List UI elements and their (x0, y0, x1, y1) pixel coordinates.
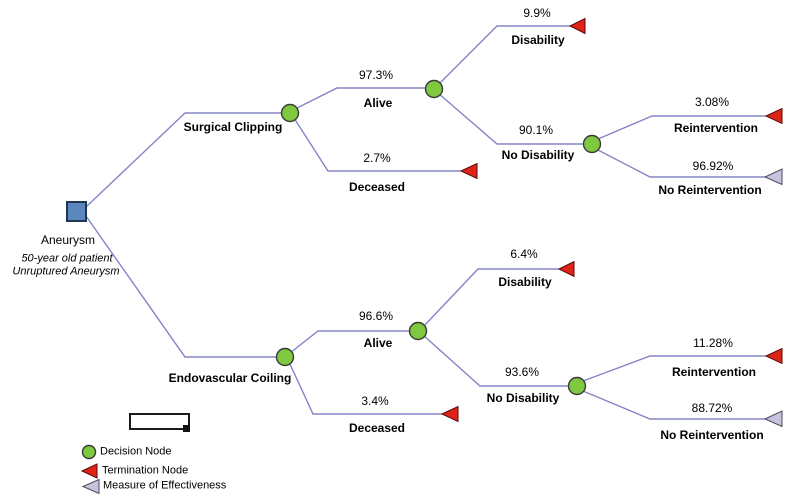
sc-alive-label: Alive (363, 96, 393, 110)
ec-no-reintervention-label: No Reintervention (660, 428, 764, 442)
ec-no-reintervention-probability: 88.72% (691, 401, 733, 415)
ec-alive-label: Alive (363, 336, 393, 350)
branch-ec-deceased (288, 361, 442, 415)
decision-node-ec-no-disability[interactable] (567, 376, 587, 396)
sc-branch-label: Surgical Clipping (183, 120, 283, 134)
sc-no-reintervention-label: No Reintervention (658, 183, 762, 197)
root-description-line1: 50-year old patient (21, 252, 113, 265)
root-node-label: Aneurysm (40, 233, 96, 247)
decision-node-endovascular[interactable] (275, 347, 295, 367)
annotation-box-resize-handle[interactable] (183, 425, 190, 432)
termination-node-ec-disability[interactable] (557, 260, 575, 278)
branch-sc-deceased (293, 117, 461, 172)
ec-alive-probability: 96.6% (358, 309, 394, 323)
sc-no-disability-probability: 90.1% (518, 123, 554, 137)
branch-sc-no-reintervention (597, 149, 765, 178)
effectiveness-node-sc-no-reintervention[interactable] (763, 168, 783, 186)
branch-root-surgical (85, 112, 282, 208)
root-node-square[interactable] (66, 201, 87, 222)
ec-no-disability-label: No Disability (486, 391, 560, 405)
branch-lines (85, 25, 766, 420)
sc-no-reintervention-probability: 96.92% (692, 159, 734, 173)
decision-node-surgical[interactable] (280, 103, 300, 123)
decision-node-sc-no-disability[interactable] (582, 134, 602, 154)
sc-disability-probability: 9.9% (523, 6, 551, 20)
legend-effectiveness-label: Measure of Effectiveness (103, 479, 227, 492)
legend-decision-node-label: Decision Node (100, 445, 172, 458)
sc-deceased-label: Deceased (348, 180, 406, 194)
sc-alive-probability: 97.3% (358, 68, 394, 82)
sc-reintervention-label: Reintervention (673, 121, 759, 135)
legend-effectiveness-node-icon (81, 478, 100, 495)
termination-node-sc-deceased[interactable] (459, 162, 478, 180)
branch-sc-alive (294, 87, 427, 110)
termination-node-sc-reintervention[interactable] (764, 107, 783, 125)
sc-reintervention-probability: 3.08% (694, 95, 730, 109)
legend-decision-node-icon (81, 444, 97, 460)
ec-disability-probability: 6.4% (510, 247, 538, 261)
branch-ec-disability (422, 268, 559, 328)
root-description-line2: Unruptured Aneurysm (12, 265, 120, 278)
termination-node-sc-disability[interactable] (568, 17, 586, 35)
sc-disability-label: Disability (511, 33, 565, 47)
branch-root-endovascular (85, 215, 277, 358)
ec-branch-label: Endovascular Coiling (168, 371, 292, 385)
decision-node-ec-alive[interactable] (408, 321, 428, 341)
branch-sc-disability (438, 25, 570, 85)
branch-ec-no-reintervention (582, 390, 765, 420)
branch-ec-reintervention (582, 355, 766, 382)
branch-sc-reintervention (597, 115, 766, 140)
ec-deceased-label: Deceased (348, 421, 406, 435)
annotation-box[interactable] (129, 413, 190, 430)
ec-disability-label: Disability (498, 275, 552, 289)
ec-reintervention-label: Reintervention (671, 365, 757, 379)
legend-termination-node-icon (80, 463, 98, 479)
effectiveness-node-ec-no-reintervention[interactable] (763, 410, 783, 428)
ec-reintervention-probability: 11.28% (693, 336, 733, 350)
branch-ec-no-disability (422, 334, 570, 387)
ec-no-disability-probability: 93.6% (504, 365, 540, 379)
branch-ec-alive (289, 330, 411, 354)
termination-node-ec-reintervention[interactable] (764, 347, 783, 365)
sc-deceased-probability: 2.7% (363, 151, 391, 165)
decision-node-sc-alive[interactable] (424, 79, 444, 99)
legend-termination-node-label: Termination Node (102, 464, 189, 477)
termination-node-ec-deceased[interactable] (440, 405, 459, 423)
sc-no-disability-label: No Disability (501, 148, 575, 162)
branch-sc-no-disability (437, 92, 585, 145)
ec-deceased-probability: 3.4% (361, 394, 389, 408)
